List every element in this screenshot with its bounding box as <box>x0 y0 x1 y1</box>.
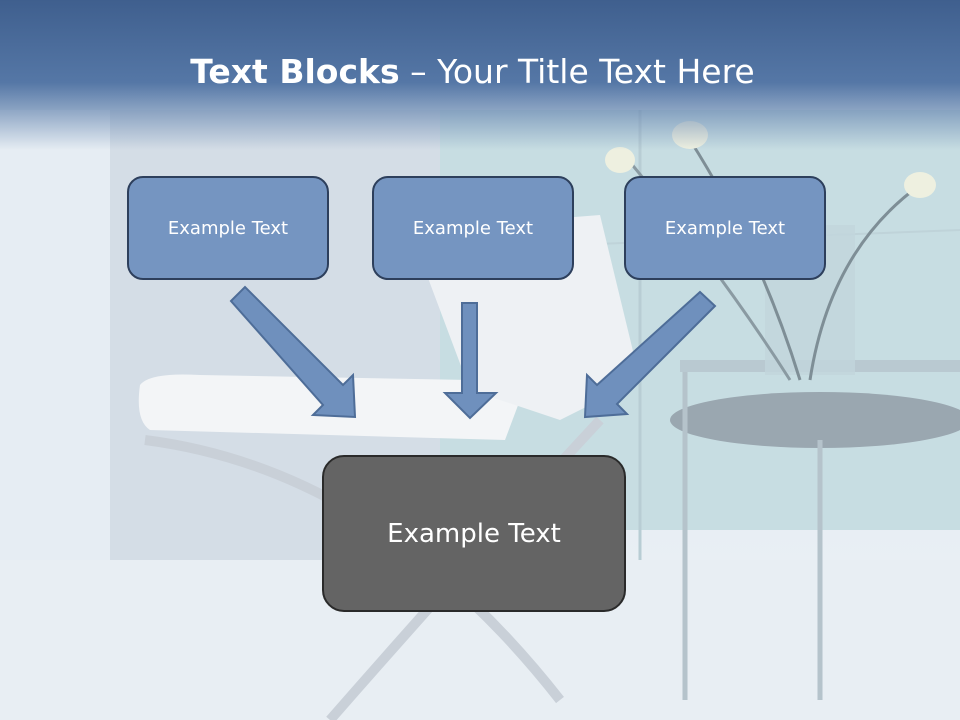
text-block-3[interactable]: Example Text <box>624 176 826 280</box>
title-rest: – Your Title Text Here <box>399 52 755 91</box>
text-block-2[interactable]: Example Text <box>372 176 574 280</box>
arrow-left <box>229 285 357 419</box>
slide-title: Text Blocks – Your Title Text Here <box>0 52 945 91</box>
arrow-middle <box>442 302 499 420</box>
title-bold: Text Blocks <box>190 52 400 91</box>
arrow-right <box>583 290 717 419</box>
title-band <box>0 0 960 150</box>
text-block-2-label: Example Text <box>412 217 534 239</box>
text-block-3-label: Example Text <box>664 217 786 239</box>
center-text-block[interactable]: Example Text <box>322 455 626 612</box>
text-block-1-label: Example Text <box>167 217 289 239</box>
center-text-block-label: Example Text <box>387 518 561 549</box>
text-block-1[interactable]: Example Text <box>127 176 329 280</box>
